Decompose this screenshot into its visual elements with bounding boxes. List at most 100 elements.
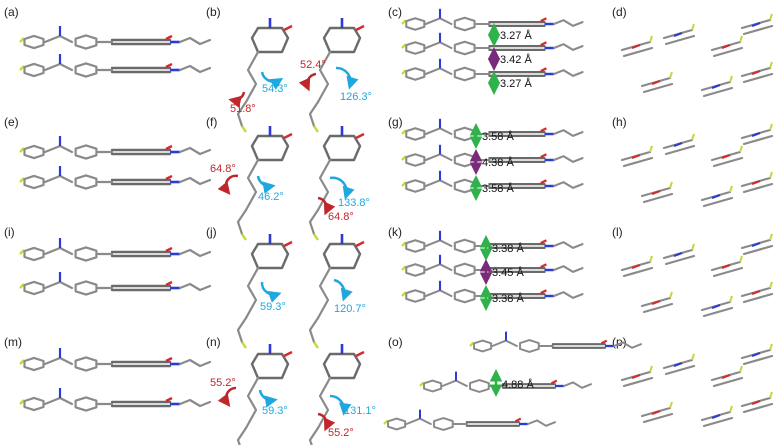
carbonyl-oxygen <box>355 132 365 140</box>
naphthalimide-core <box>488 156 546 164</box>
vinyl-linker <box>316 50 332 104</box>
angle-label-n3: 131.1° <box>344 405 376 417</box>
angle-arc-n4 <box>317 412 336 432</box>
phenyl-ring <box>308 316 320 344</box>
packed-molecule <box>662 248 696 266</box>
vinyl-linker <box>424 41 453 50</box>
heteroatom-marker <box>631 43 641 50</box>
packed-molecule <box>700 300 734 318</box>
phenyl-ring <box>23 62 45 78</box>
heteroatom-marker <box>721 263 731 270</box>
fluorine-atom <box>19 359 25 365</box>
fluorine-atom <box>401 181 407 187</box>
heteroatom-marker <box>751 21 761 28</box>
naphthalimide-core <box>110 178 172 186</box>
carbonyl-oxygen <box>165 280 173 287</box>
vinyl-linker <box>405 417 432 425</box>
phenyl-ring <box>453 16 476 32</box>
vinyl-linker <box>244 376 260 430</box>
fluorine-atom <box>383 419 389 425</box>
naphthalimide-core <box>110 360 172 368</box>
fluorine-atom <box>691 353 695 361</box>
alkyl-chain <box>527 419 556 427</box>
phenyl-ring <box>23 174 45 190</box>
fluorine-atom <box>739 255 743 263</box>
alkyl-chain <box>552 19 584 27</box>
heteroatom-marker <box>651 79 661 86</box>
packed-molecule <box>662 28 696 46</box>
alkyl-chain <box>178 146 212 156</box>
molecule-pair-m <box>19 348 212 412</box>
fluorine-atom <box>19 249 25 255</box>
naphthalimide-core <box>488 292 546 300</box>
phenyl-ring <box>23 144 45 160</box>
heteroatom-marker <box>651 299 661 306</box>
fluorine-atom <box>401 43 407 49</box>
fluorine-atom <box>729 405 733 413</box>
carbonyl-oxygen <box>165 174 173 181</box>
fluorine-atom <box>401 241 407 247</box>
vinyl-linker <box>43 356 74 366</box>
naphthalimide-core <box>488 20 546 28</box>
packed-molecule <box>740 176 774 194</box>
alkyl-chain <box>552 265 584 273</box>
carbonyl-oxygen <box>540 263 547 269</box>
heteroatom-marker <box>751 351 761 358</box>
naphthalimide-core <box>110 148 172 156</box>
distance-label-g1: 3.58 Å <box>482 130 514 143</box>
naphthalimide-core <box>488 44 546 52</box>
vinyl-linker <box>424 263 453 272</box>
fluorine-atom <box>769 233 773 241</box>
molecule-pair-a <box>19 26 212 78</box>
alkyl-chain <box>178 176 212 186</box>
molecule-b-right <box>308 18 365 133</box>
carbonyl-oxygen <box>283 24 293 32</box>
fluorine-atom <box>401 69 407 75</box>
vinyl-linker <box>424 239 453 248</box>
fluorine-atom <box>313 233 319 241</box>
vinyl-linker <box>43 396 74 406</box>
naphthalimide-core <box>488 130 546 138</box>
fluorine-atom <box>739 145 743 153</box>
vinyl-linker <box>424 289 453 298</box>
packed-molecule <box>710 370 744 388</box>
alkyl-chain <box>552 69 584 77</box>
phenyl-ring <box>236 316 248 344</box>
carbonyl-oxygen <box>283 132 293 140</box>
vinyl-linker <box>316 266 332 320</box>
fluorine-atom <box>401 265 407 271</box>
phenyl-ring <box>469 379 490 393</box>
angle-label-f3: 133.8° <box>338 197 370 209</box>
vinyl-linker <box>424 67 453 76</box>
heteroatom-marker <box>711 83 721 90</box>
carbonyl-oxygen <box>540 239 547 245</box>
packed-molecule <box>620 150 654 168</box>
heteroatom-marker <box>751 69 761 76</box>
angle-arc-j1 <box>260 281 282 303</box>
angle-label-j1: 59.3° <box>260 301 286 313</box>
carbonyl-oxygen <box>540 153 547 159</box>
fluorine-atom <box>401 291 407 297</box>
alkyl-chain <box>552 241 584 249</box>
fluorine-atom <box>649 365 653 373</box>
packed-molecule <box>710 150 744 168</box>
alkyl-chain <box>178 398 212 408</box>
fluorine-atom <box>729 185 733 193</box>
naphthalimide-core <box>322 242 362 270</box>
fluorine-atom <box>649 145 653 153</box>
naphthalimide-core <box>501 383 557 389</box>
naphthalimide-core <box>250 26 290 54</box>
phenyl-ring <box>23 280 45 296</box>
fluorine-atom <box>313 125 319 133</box>
fluorine-atom <box>313 341 319 349</box>
fluorine-atom <box>769 13 773 21</box>
molecule-b-left <box>236 18 293 133</box>
molecule-j-left <box>236 234 293 349</box>
phenyl-ring <box>405 17 426 31</box>
phenyl-ring <box>74 280 98 296</box>
fluorine-atom <box>241 341 247 349</box>
heteroatom-marker <box>751 399 761 406</box>
fluorine-atom <box>19 37 25 43</box>
naphthalimide-core <box>551 343 607 349</box>
fluorine-atom <box>401 129 407 135</box>
